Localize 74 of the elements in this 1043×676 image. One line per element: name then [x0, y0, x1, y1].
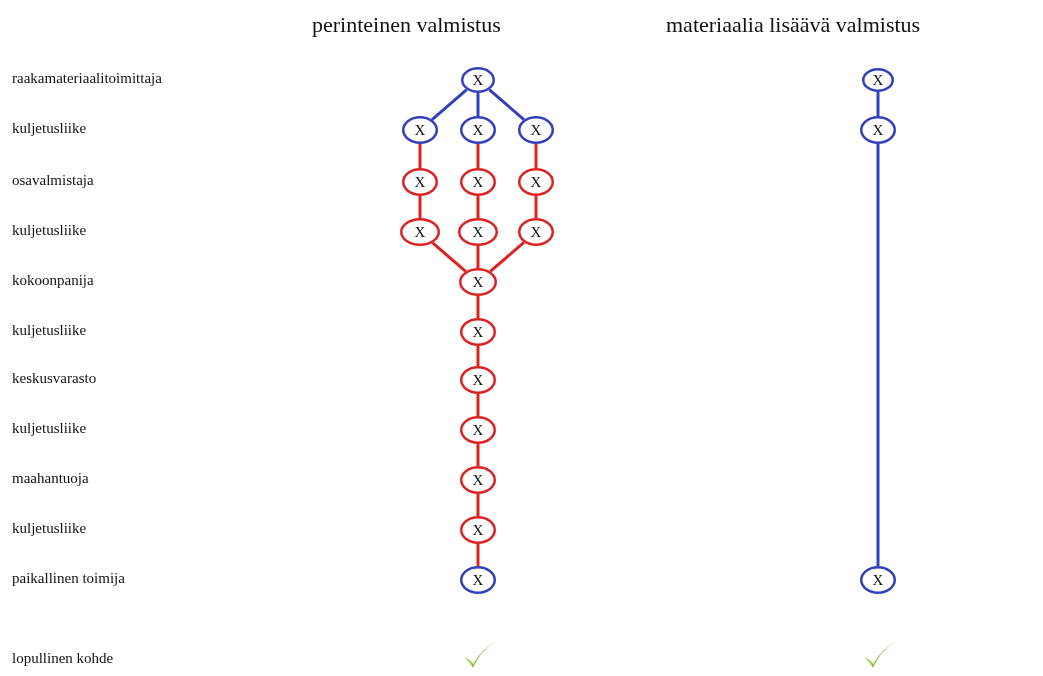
node-label: X	[413, 224, 427, 240]
connector-line	[476, 296, 480, 318]
ellipse-node	[460, 116, 496, 144]
ellipse-node	[460, 168, 496, 196]
node-label: X	[471, 472, 485, 488]
ellipse-node	[460, 366, 496, 394]
connector-line	[476, 93, 480, 116]
connector-line	[876, 92, 880, 116]
ellipse-node	[400, 218, 440, 246]
connector-line	[476, 144, 480, 168]
node-label: X	[529, 224, 543, 240]
connector-line	[534, 144, 538, 168]
row-label: raakamateriaalitoimittaja	[12, 70, 162, 87]
ellipse-node	[860, 116, 896, 144]
ellipse-node	[461, 67, 495, 93]
node-label: X	[529, 174, 543, 190]
row-label: paikallinen toimija	[12, 570, 125, 587]
column-heading: perinteinen valmistus	[312, 12, 501, 38]
node-label: X	[471, 174, 485, 190]
connector-line	[488, 88, 525, 121]
node-label: X	[471, 572, 485, 588]
connector-line	[534, 196, 538, 218]
connector-line	[476, 346, 480, 366]
row-label: osavalmistaja	[12, 172, 94, 189]
row-label: kokoonpanija	[12, 272, 94, 289]
connector-line	[476, 196, 480, 218]
row-label: keskusvarasto	[12, 370, 97, 387]
connector-line	[418, 144, 422, 168]
node-label: X	[471, 372, 485, 388]
row-label: kuljetusliike	[12, 520, 87, 537]
node-label: X	[471, 224, 485, 240]
row-label: kuljetusliike	[12, 120, 87, 137]
node-label: X	[471, 122, 485, 138]
ellipse-node	[460, 466, 496, 494]
connector-line	[418, 196, 422, 218]
row-label: kuljetusliike	[12, 420, 87, 437]
ellipse-node	[860, 566, 896, 594]
connector-line	[476, 246, 480, 268]
connector-line	[431, 241, 467, 273]
ellipse-node	[460, 318, 496, 346]
node-label: X	[529, 122, 543, 138]
connector-line	[476, 444, 480, 466]
ellipse-node	[518, 168, 554, 196]
ellipse-node	[518, 218, 554, 246]
ellipse-node	[459, 268, 497, 296]
node-label: X	[471, 522, 485, 538]
connector-line	[476, 544, 480, 566]
row-label: maahantuoja	[12, 470, 89, 487]
ellipse-node	[518, 116, 554, 144]
connector-line	[431, 88, 468, 121]
node-label: X	[871, 72, 885, 88]
column-heading: materiaalia lisäävä valmistus	[666, 12, 921, 38]
node-label: X	[471, 324, 485, 340]
connector-line	[476, 494, 480, 516]
ellipse-node	[402, 116, 438, 144]
node-label: X	[471, 422, 485, 438]
ellipse-node	[460, 416, 496, 444]
node-label: X	[871, 572, 885, 588]
connector-line	[476, 394, 480, 416]
ellipse-node	[460, 516, 496, 544]
ellipse-node	[458, 218, 498, 246]
row-label: kuljetusliike	[12, 222, 87, 239]
ellipse-node	[402, 168, 438, 196]
row-label: lopullinen kohde	[12, 650, 114, 667]
row-label: kuljetusliike	[12, 322, 87, 339]
connector-line	[489, 241, 525, 273]
connector-line	[876, 144, 880, 566]
node-label: X	[471, 274, 485, 290]
ellipse-node	[460, 566, 496, 594]
node-label: X	[413, 174, 427, 190]
node-label: X	[413, 122, 427, 138]
ellipse-node	[862, 68, 894, 92]
node-label: X	[471, 72, 485, 88]
node-label: X	[871, 122, 885, 138]
